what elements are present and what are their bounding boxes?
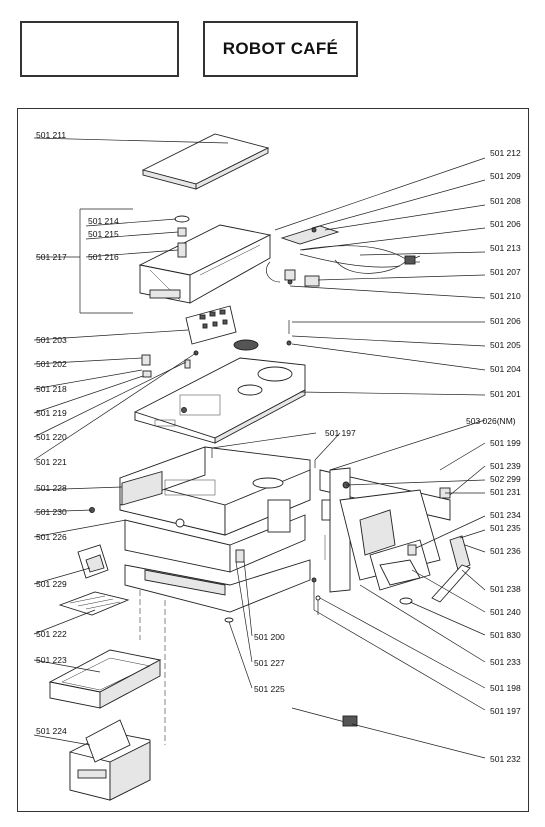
part-label: 501 204 <box>490 364 521 374</box>
part-label: 501 225 <box>254 684 285 694</box>
part-label: 501 203 <box>36 335 67 345</box>
part-label: 501 830 <box>490 630 521 640</box>
part-label: 501 198 <box>490 683 521 693</box>
base-part <box>124 549 311 623</box>
lever-parts <box>379 535 471 605</box>
part-label: 501 216 <box>88 252 119 262</box>
switch-parts <box>266 261 320 287</box>
part-label: 501 205 <box>490 340 521 350</box>
small-components <box>141 320 292 378</box>
bean-hopper-part <box>138 215 272 304</box>
part-label: 501 213 <box>490 243 521 253</box>
part-label: 501 211 <box>36 130 66 140</box>
part-label: 501 224 <box>36 726 67 736</box>
part-label: 501 231 <box>490 487 521 497</box>
part-label: 501 221 <box>36 457 67 467</box>
part-label: 501 219 <box>36 408 67 418</box>
part-label: 502 299 <box>490 474 521 484</box>
part-label: 501 197 <box>490 706 521 716</box>
part-label: 503 026(NM) <box>466 416 516 426</box>
part-label: 501 207 <box>490 267 521 277</box>
control-plate-part <box>280 225 340 245</box>
lid-part <box>141 133 270 190</box>
part-label: 501 232 <box>490 754 521 764</box>
part-label: 501 235 <box>490 523 521 533</box>
part-label: 501 197 <box>325 428 356 438</box>
part-label: 501 239 <box>490 461 521 471</box>
diagram-frame <box>17 108 529 812</box>
grounds-container-part <box>69 719 151 801</box>
part-label: 501 229 <box>36 579 67 589</box>
screws-parts <box>211 448 321 615</box>
part-label: 501 199 <box>490 438 521 448</box>
part-label: 501 228 <box>36 483 67 493</box>
part-label: 501 214 <box>88 216 119 226</box>
part-label: 501 215 <box>88 229 119 239</box>
part-label: 501 223 <box>36 655 67 665</box>
leader-lines <box>33 137 486 759</box>
main-housing-part <box>119 446 311 573</box>
part-label: 501 236 <box>490 546 521 556</box>
part-label: 501 230 <box>36 507 67 517</box>
header-blank-box <box>20 21 179 77</box>
part-label: 501 226 <box>36 532 67 542</box>
brewing-unit-part <box>319 467 451 593</box>
part-label: 501 202 <box>36 359 67 369</box>
part-label: 501 217 <box>36 252 67 262</box>
filter-holder-part <box>77 507 109 579</box>
part-label: 501 206 <box>490 316 521 326</box>
part-label: 501 218 <box>36 384 67 394</box>
drip-grid-part <box>58 591 130 616</box>
part-label: 501 201 <box>490 389 521 399</box>
part-label: 501 234 <box>490 510 521 520</box>
part-labels: 501 211 501 212 501 209 501 208 501 214 … <box>36 130 521 764</box>
part-label: 501 206 <box>490 219 521 229</box>
part-label: 501 220 <box>36 432 67 442</box>
part-label: 501 240 <box>490 607 521 617</box>
control-panel-part <box>185 305 259 351</box>
part-label: 501 212 <box>490 148 521 158</box>
part-label: 501 210 <box>490 291 521 301</box>
part-label: 501 209 <box>490 171 521 181</box>
part-label: 501 200 <box>254 632 285 642</box>
part-label: 501 238 <box>490 584 521 594</box>
drip-tray-part <box>48 649 162 709</box>
top-cover-part <box>134 357 306 444</box>
part-label: 501 208 <box>490 196 521 206</box>
power-cord-part <box>299 245 421 274</box>
heating-element-part <box>291 707 358 727</box>
part-label: 501 222 <box>36 629 67 639</box>
part-label: 501 227 <box>254 658 285 668</box>
page-title: ROBOT CAFÉ <box>203 21 358 77</box>
part-label: 501 233 <box>490 657 521 667</box>
